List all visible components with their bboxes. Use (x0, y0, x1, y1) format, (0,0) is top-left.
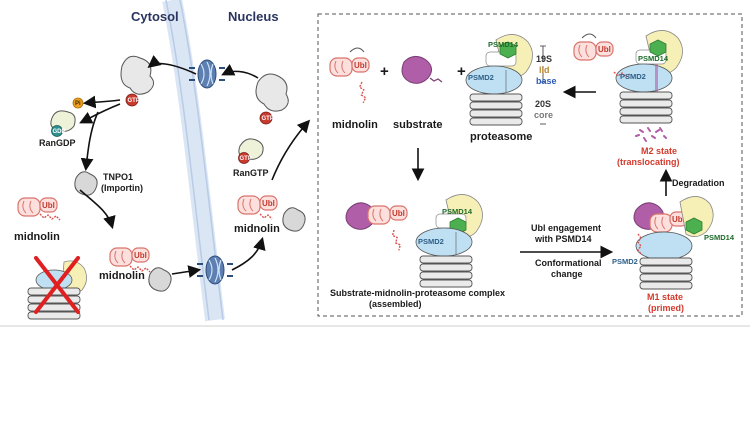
midnolin-label-3: midnolin (234, 223, 280, 235)
tnpo1-bind-arrow (79, 189, 116, 230)
psmd2-label-assembled: PSMD2 (418, 237, 444, 246)
cytosol-header: Cytosol (131, 9, 179, 24)
m2-state-label: M2 state (641, 146, 677, 156)
psmd14-label-m1: PSMD14 (704, 233, 735, 242)
pi-release-arrow (82, 95, 121, 109)
pi-icon: Pi (72, 97, 84, 109)
nucleus-header: Nucleus (228, 9, 279, 24)
m1-primed-label: (primed) (648, 303, 684, 313)
midnolin-label-2: midnolin (99, 270, 145, 282)
import-arrow (171, 265, 202, 278)
export-arrow (147, 55, 197, 75)
m1-complex-icon: Ubl (633, 196, 714, 290)
panel-midnolin-label: midnolin (332, 119, 378, 131)
gtp-label: GTP (128, 98, 140, 104)
psmd14-label-m2: PSMD14 (638, 54, 669, 63)
rangdp-label: RanGDP (39, 138, 76, 148)
rangtp-export-arrow (221, 63, 259, 79)
substrate-label: substrate (393, 119, 443, 131)
midnolin-1-icon: Ubl (17, 197, 61, 221)
svg-text:GTP: GTP (262, 116, 274, 122)
substrate-icon (401, 56, 443, 84)
with-psmd14-label: with PSMD14 (534, 234, 592, 244)
proteasome-label: proteasome (470, 131, 532, 143)
svg-text:Ubl: Ubl (672, 215, 685, 224)
crossed-out-proteasome-icon (27, 256, 87, 320)
importin-rangtp-exiting-icon: GTP (120, 55, 154, 107)
rangdp-release-arrow (79, 103, 121, 124)
psmd14-label-1: PSMD14 (488, 40, 519, 49)
m2-proteasome-icon: Ubl (573, 30, 683, 124)
svg-text:GDP: GDP (53, 129, 66, 135)
midnolin-nuclear-icon: Ubl (237, 195, 306, 232)
svg-text:Ubl: Ubl (262, 199, 275, 208)
svg-text:Ubl: Ubl (598, 45, 611, 54)
proteasome-panel-frame (317, 13, 743, 317)
svg-text:Ubl: Ubl (134, 251, 147, 260)
m2-translocating-label: (translocating) (617, 157, 680, 167)
conformational-label: Conformational (535, 258, 602, 268)
svg-text:Ubl: Ubl (42, 201, 55, 210)
svg-text:Pi: Pi (75, 101, 81, 107)
to-panel-arrow (271, 119, 311, 181)
change-label: change (551, 269, 583, 279)
assembled-complex-icon: Ubl (345, 194, 483, 288)
svg-text:Ubl: Ubl (354, 61, 367, 70)
m1-state-label: M1 state (647, 292, 683, 302)
20s-label: 20S (535, 99, 551, 109)
complex-label: Substrate-midnolin-proteasome complex (330, 288, 505, 298)
psmd2-label-m1: PSMD2 (612, 257, 638, 266)
svg-text:GTP: GTP (240, 156, 252, 162)
degraded-peptides-icon (635, 127, 667, 142)
psmd2-label-1: PSMD2 (468, 73, 494, 82)
rangtp-icon: GTP (238, 138, 264, 164)
nuclear-release-arrow (231, 236, 266, 271)
midnolin-free-icon: Ubl (329, 47, 370, 104)
core-label: core (534, 110, 553, 120)
psmd14-label-assembled: PSMD14 (442, 207, 473, 216)
tnpo1-label: TNPO1 (103, 172, 133, 182)
svg-text:Ubl: Ubl (392, 209, 405, 218)
proteasome-icon (465, 34, 533, 126)
lid-label: lid (539, 65, 550, 75)
plus-sign-2: + (457, 63, 466, 80)
cycle-down-arrow (80, 111, 99, 172)
importin-rangtp-icon: GTP (255, 73, 289, 125)
ubl-engagement-label: Ubl engagement (531, 223, 601, 233)
rangtp-label: RanGTP (233, 168, 269, 178)
importin-label: (Importin) (101, 183, 143, 193)
19s-label: 19S (536, 54, 552, 64)
rangdp-icon: GDP (50, 110, 76, 137)
assembled-label: (assembled) (369, 299, 422, 309)
midnolin-label-1: midnolin (14, 231, 60, 243)
midnolin-tnpo1-complex-icon: Ubl (109, 247, 172, 292)
tnpo1-importin-icon (74, 171, 98, 196)
19s-bracket (540, 45, 546, 83)
base-label: base (536, 76, 557, 86)
degradation-label: Degradation (672, 178, 725, 188)
plus-sign-1: + (380, 63, 389, 80)
psmd2-label-m2: PSMD2 (620, 72, 646, 81)
